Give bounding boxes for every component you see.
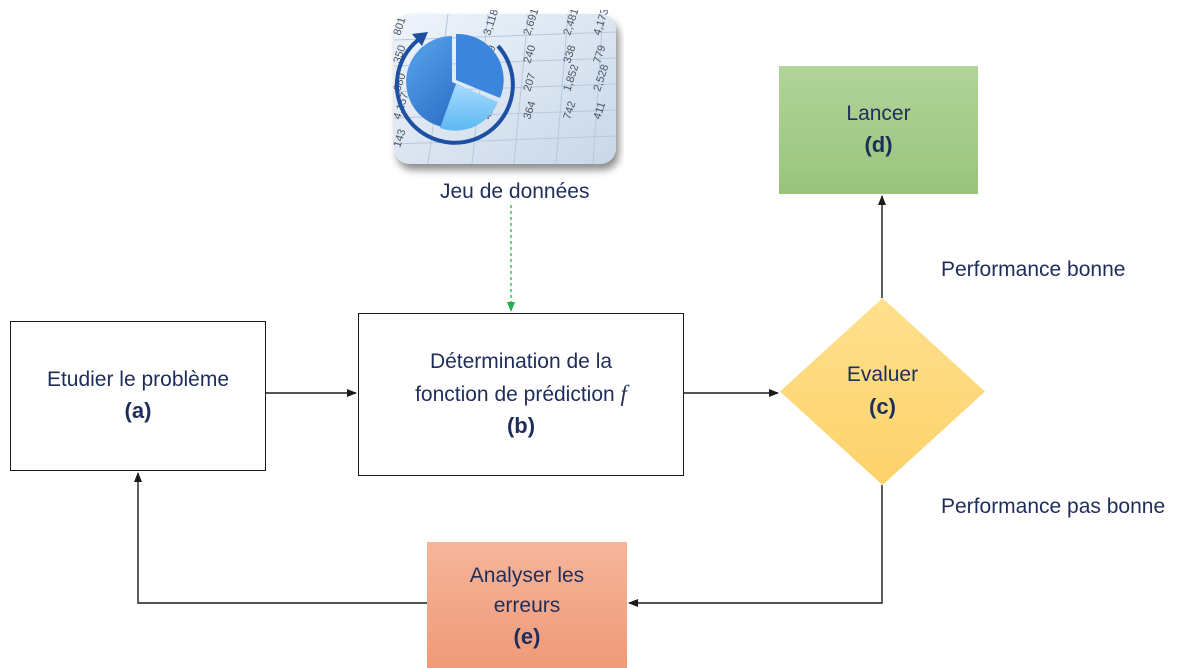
table-number: 143 [391, 128, 408, 149]
evaluate-decision-diamond: Evaluer (c) [780, 298, 985, 485]
prediction-function-box: Détermination de la fonction de prédicti… [358, 313, 684, 476]
table-number: 742 [561, 100, 578, 121]
study-problem-tag: (a) [124, 398, 152, 424]
prediction-function-symbol: f [620, 381, 627, 407]
evaluate-diamond-shape [780, 298, 985, 485]
table-number: 411 [591, 101, 608, 121]
prediction-function-label-line1: Détermination de la [429, 349, 613, 373]
table-number: 240 [521, 44, 538, 65]
table-number: 364 [521, 100, 538, 121]
evaluate-label: Evaluer [846, 363, 919, 387]
performance-bad-label: Performance pas bonne [941, 495, 1166, 518]
evaluate-tag: (c) [869, 393, 896, 419]
analyze-errors-label-line1: Analyser les [469, 563, 585, 587]
table-number: 207 [521, 72, 538, 93]
performance-good-label: Performance bonne [941, 258, 1126, 281]
launch-box: Lancer (d) [779, 66, 978, 194]
analyze-errors-label-line2: erreurs [493, 594, 561, 618]
table-number: 779 [591, 44, 608, 65]
errors-to-study-arrow [134, 472, 427, 604]
analyze-errors-box: Analyser les erreurs (e) [427, 542, 627, 668]
prediction-function-label-line2-wrap: fonction de prédiction f [415, 377, 627, 410]
table-number: 338 [561, 44, 578, 65]
analyze-errors-tag: (e) [513, 624, 541, 650]
table-number: 801 [391, 16, 408, 37]
dataset-table-pie-chart-icon: 8013,1182,6912,4814,17335058924033877968… [391, 10, 617, 165]
prediction-function-label-line2: fonction de prédiction [415, 383, 615, 407]
dataset-label: Jeu de données [440, 180, 590, 203]
study-problem-box: Etudier le problème (a) [10, 321, 266, 471]
launch-tag: (d) [864, 132, 893, 158]
study-problem-label: Etudier le problème [46, 367, 230, 391]
launch-label: Lancer [846, 101, 911, 125]
evaluate-to-errors-arrow [628, 485, 883, 607]
prediction-function-tag: (b) [506, 413, 536, 439]
